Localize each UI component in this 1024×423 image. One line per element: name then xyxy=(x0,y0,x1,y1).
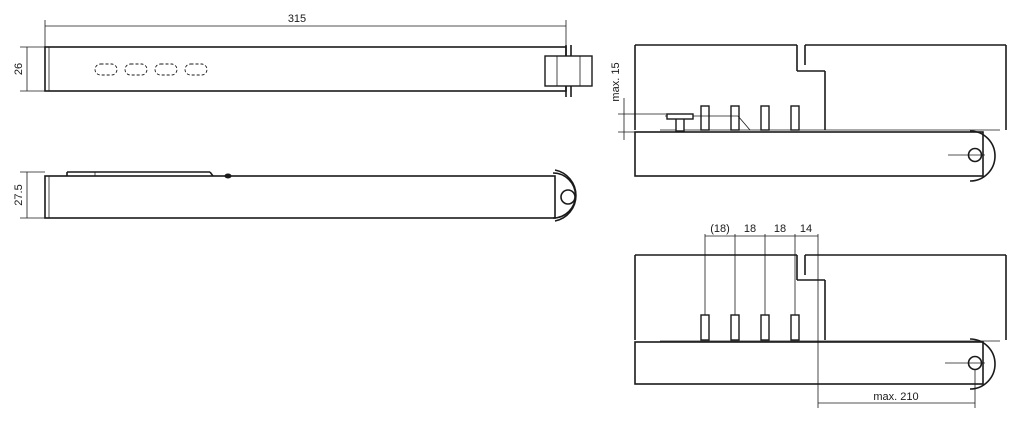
installation-view-2: (18) 18 18 14 max. 210 xyxy=(634,223,1007,408)
adjustment-slots xyxy=(94,63,208,76)
pins-view-2 xyxy=(700,314,800,341)
dimension-label-length: 315 xyxy=(288,13,306,25)
dimension-label-pitch-4: 14 xyxy=(800,223,812,235)
arm-body-view-2 xyxy=(634,341,984,385)
arm-body-side xyxy=(44,175,556,219)
dimension-label-max-gap: max. 15 xyxy=(610,62,622,101)
dimension-label-max-reach: max. 210 xyxy=(873,391,918,403)
arm-body-top xyxy=(44,46,567,92)
top-view: 315 26 xyxy=(13,13,593,97)
dimension-label-height-side: 27.5 xyxy=(13,184,25,205)
dimension-label-height-top: 26 xyxy=(13,63,25,75)
pins-view-1 xyxy=(700,105,800,131)
dimension-label-pitch-3: 18 xyxy=(774,223,786,235)
roller-top xyxy=(544,45,593,97)
arm-body-view-1 xyxy=(634,131,984,177)
roller-side xyxy=(552,169,577,222)
dimension-label-pitch-2: 18 xyxy=(744,223,756,235)
dimension-label-pitch-1: (18) xyxy=(710,223,730,235)
installation-view-1: max. 15 xyxy=(610,44,1007,182)
side-view: 27.5 xyxy=(13,169,577,222)
